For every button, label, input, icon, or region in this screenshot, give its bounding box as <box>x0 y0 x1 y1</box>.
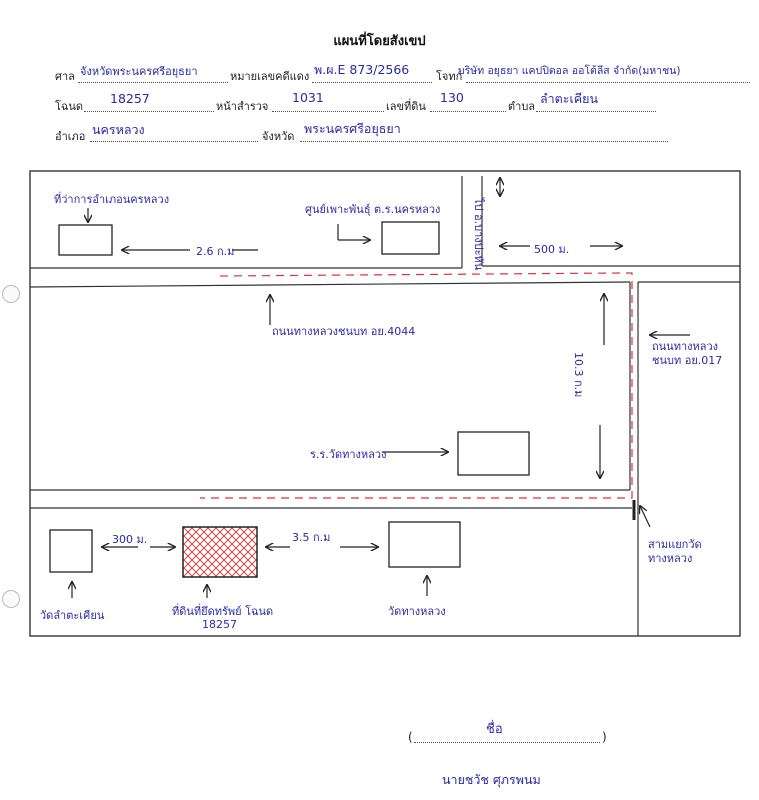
distance-10-3km: 10.3 ก.ม <box>572 352 585 398</box>
district-office-label: ที่ว่าการอำเภอนครหลวง <box>54 193 170 206</box>
parcel-box <box>182 526 258 578</box>
survey-dotline <box>272 111 384 112</box>
cooperative-label: ศูนย์เพาะพันธุ์ ต.ร.นครหลวง <box>305 203 441 216</box>
district-label: อำเภอ <box>55 130 86 143</box>
subdistrict-value: ลำตะเคียน <box>540 91 599 106</box>
parcel-label: ที่ดินที่ยึดทรัพย์ โฉนด <box>172 605 274 618</box>
map-frame <box>29 170 741 637</box>
survey-label: หน้าสำรวจ <box>216 100 269 113</box>
district-value: นครหลวง <box>92 122 145 137</box>
district-dotline <box>90 141 258 142</box>
distance-300m: 300 ม. <box>112 533 148 546</box>
signature-name: นายชวัช ศุภรพนม <box>442 772 541 787</box>
case-label: หมายเลขคดีแดง <box>230 70 310 83</box>
school-label: ร.ร.วัดทางหลวง <box>310 448 387 461</box>
deed-label: โฉนด <box>55 100 84 113</box>
distance-2-6km: 2.6 ก.ม <box>196 245 235 258</box>
land-no-label: เลขที่ดิน <box>386 100 426 113</box>
land-no-dotline <box>430 111 506 112</box>
school-box <box>457 431 530 476</box>
province-label: จังหวัด <box>262 130 295 143</box>
punch-hole-top <box>2 285 20 303</box>
main-road-label: ถนนทางหลวงชนบท อย.4044 <box>272 325 416 338</box>
plaintiff-dotline <box>466 82 750 83</box>
distance-500m: 500 ม. <box>534 243 570 256</box>
case-dotline <box>312 82 432 83</box>
page-title: แผนที่โดยสังเขป <box>333 34 426 49</box>
signature-open-paren: ( <box>408 730 413 744</box>
subdistrict-label: ตำบล <box>508 100 536 113</box>
deed-dotline <box>84 111 214 112</box>
case-value: พ.ผ.E 873/2566 <box>314 62 410 77</box>
province-dotline <box>300 141 668 142</box>
temple-left-box <box>49 529 93 573</box>
plaintiff-value: บริษัท อยุธยา แคปปิตอล ออโต้ลีส จำกัด(มห… <box>458 65 681 77</box>
north-label: ไป อ.บางปะหัน <box>472 198 485 271</box>
temple-right-box <box>388 521 461 568</box>
cooperative-box <box>381 221 440 255</box>
plaintiff-label: โจทก์ <box>436 70 463 83</box>
highway-label: ถนนทางหลวง ชนบท อย.017 <box>652 340 723 367</box>
parcel-deed-label: 18257 <box>202 618 237 631</box>
route-dashed <box>200 272 633 499</box>
land-no-value: 130 <box>440 90 464 105</box>
court-value: จังหวัดพระนครศรีอยุธยา <box>80 65 198 78</box>
court-dotline <box>78 82 228 83</box>
deed-value: 18257 <box>110 91 150 106</box>
temple-left-label: วัดลำตะเคียน <box>40 609 105 622</box>
punch-hole-bottom <box>2 590 20 608</box>
survey-value: 1031 <box>292 90 324 105</box>
junction-label: สามแยกวัด ทางหลวง <box>648 538 702 565</box>
signature-initials: ชื่อ <box>486 722 503 737</box>
temple-right-label: วัดทางหลวง <box>388 605 446 618</box>
distance-3-5km: 3.5 ก.ม <box>292 531 331 544</box>
court-label: ศาล <box>55 70 75 83</box>
province-value: พระนครศรีอยุธยา <box>304 121 401 136</box>
signature-close-paren: ) <box>602 730 607 744</box>
subdistrict-dotline <box>536 111 656 112</box>
district-office-box <box>58 224 113 256</box>
signature-dotline <box>414 742 600 743</box>
road-top-bottom-edge <box>29 281 631 288</box>
